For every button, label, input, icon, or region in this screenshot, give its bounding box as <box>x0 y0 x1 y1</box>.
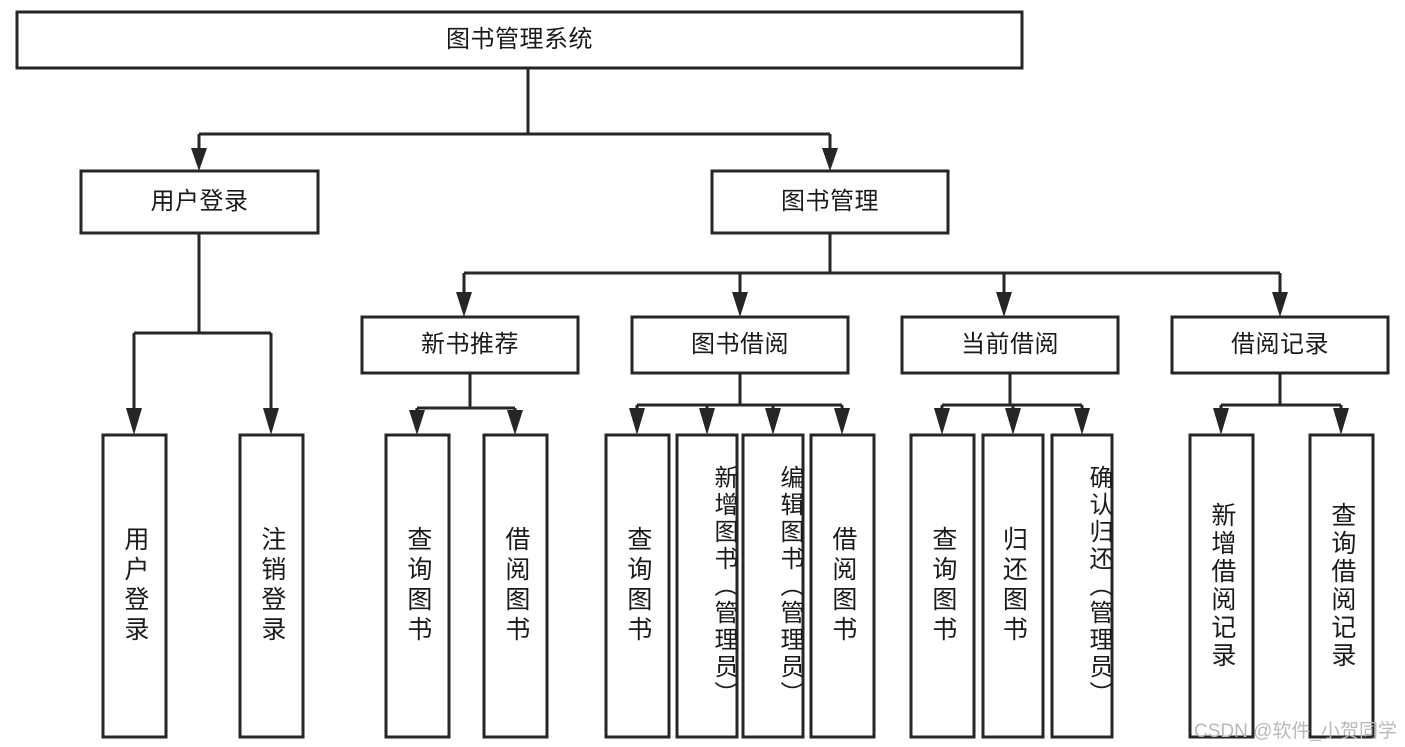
leaf-box[interactable] <box>604 433 671 739</box>
arrow-icon <box>822 148 838 171</box>
node-book-borrow-box[interactable] <box>630 315 850 375</box>
arrow-icon <box>507 410 523 435</box>
leaf-box[interactable] <box>384 433 451 739</box>
arrow-icon <box>263 408 279 435</box>
arrow-icon <box>934 408 950 435</box>
node-user-login-box[interactable] <box>79 169 320 235</box>
arrow-icon <box>1272 292 1288 317</box>
arrow-icon <box>765 408 781 435</box>
arrow-icon <box>1333 408 1349 435</box>
leaf-box[interactable] <box>1050 433 1114 739</box>
arrow-icon <box>996 292 1012 317</box>
leaf-box[interactable] <box>482 433 549 739</box>
arrow-icon <box>732 292 748 317</box>
arrow-icon <box>409 410 425 435</box>
leaf-box[interactable] <box>238 433 305 739</box>
arrow-icon <box>191 148 207 171</box>
node-root-box[interactable] <box>15 10 1024 70</box>
arrow-icon <box>629 408 645 435</box>
arrow-icon <box>1005 408 1021 435</box>
arrow-icon <box>699 408 715 435</box>
leaf-box[interactable] <box>981 433 1045 739</box>
leaf-box[interactable] <box>675 433 739 739</box>
node-new-book-rec-box[interactable] <box>360 315 580 375</box>
leaf-box[interactable] <box>909 433 976 739</box>
node-book-manage-box[interactable] <box>710 169 950 235</box>
leaf-box[interactable] <box>1188 433 1255 739</box>
node-current-borrow-box[interactable] <box>900 315 1120 375</box>
arrow-icon <box>834 408 850 435</box>
leaf-box[interactable] <box>101 433 168 739</box>
arrow-icon <box>1213 408 1229 435</box>
leaf-box[interactable] <box>741 433 805 739</box>
arrow-icon <box>1074 408 1090 435</box>
arrow-icon <box>126 408 142 435</box>
arrow-icon <box>456 292 472 317</box>
leaf-box[interactable] <box>809 433 876 739</box>
leaf-box[interactable] <box>1308 433 1375 739</box>
node-borrow-records-box[interactable] <box>1170 315 1390 375</box>
